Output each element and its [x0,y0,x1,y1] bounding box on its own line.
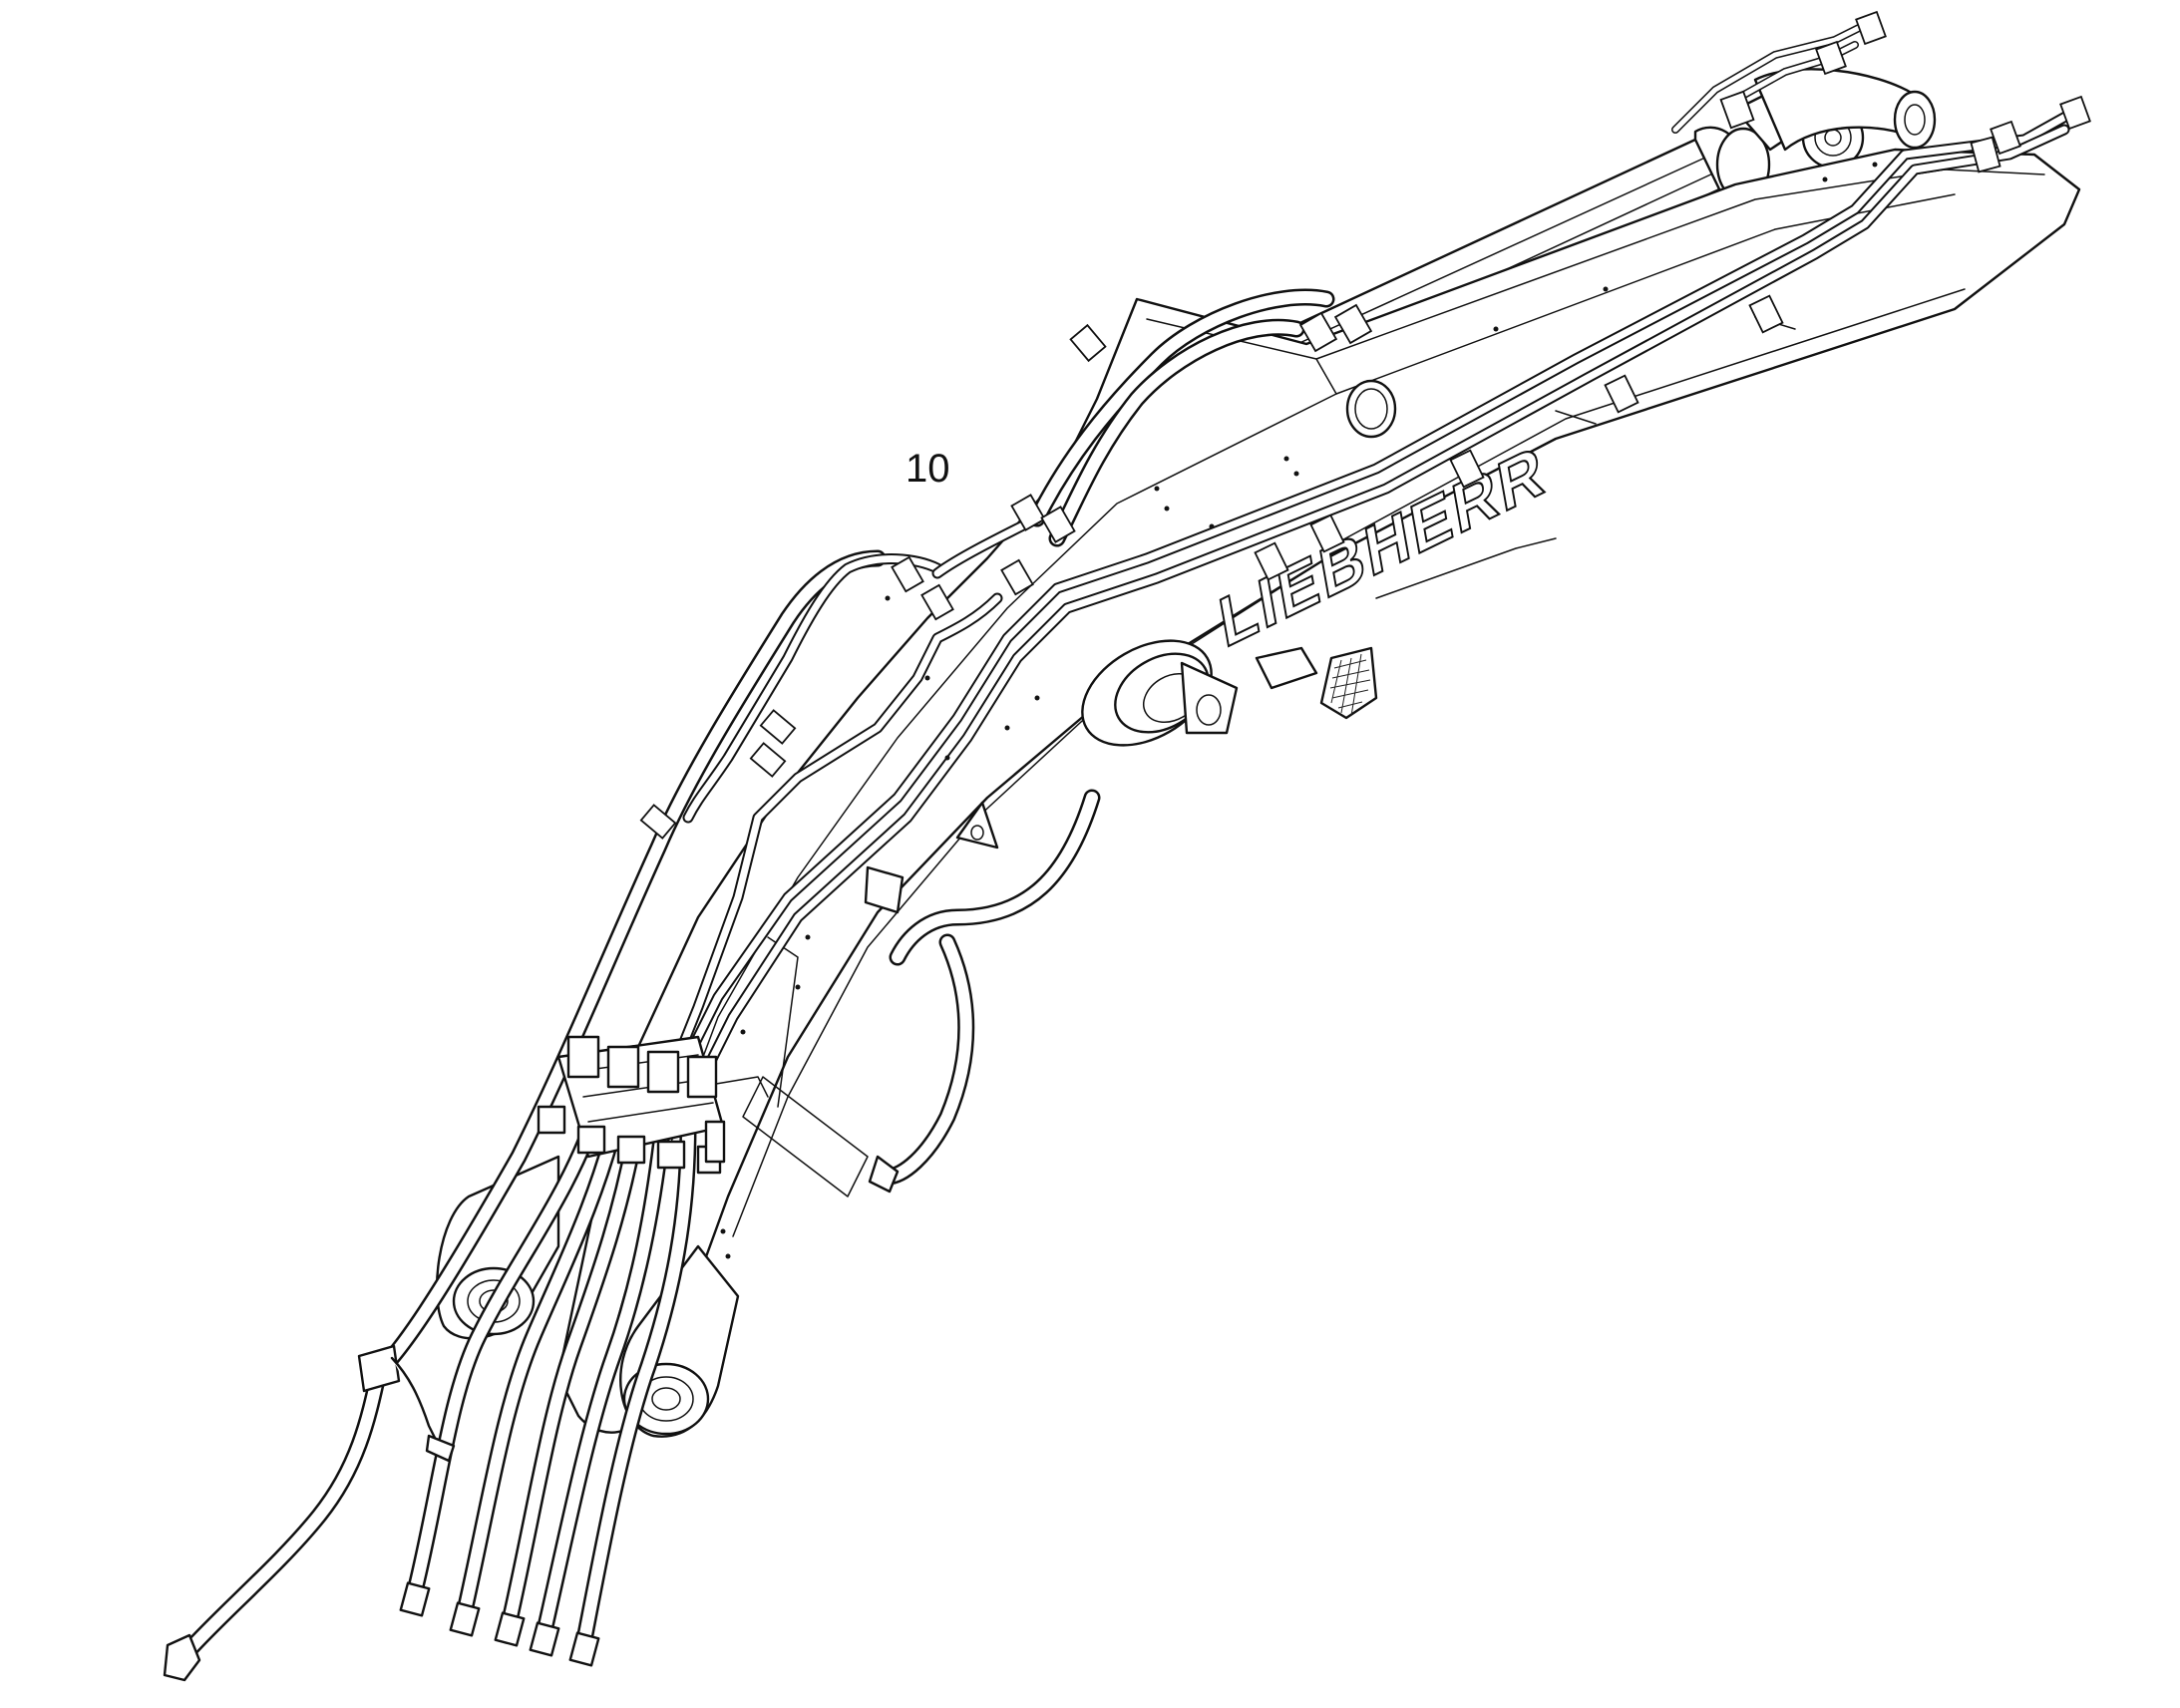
hydraulic-pipes [672,21,2080,1093]
bolt-holes [720,162,1878,1259]
part-callout-label: 10 [906,447,950,491]
boom-hoses [176,288,1335,1664]
valve-manifold [537,1035,726,1175]
hose-end-fittings [163,865,905,1682]
boom-body [435,148,2081,1438]
pipe-clamps [639,10,2091,840]
